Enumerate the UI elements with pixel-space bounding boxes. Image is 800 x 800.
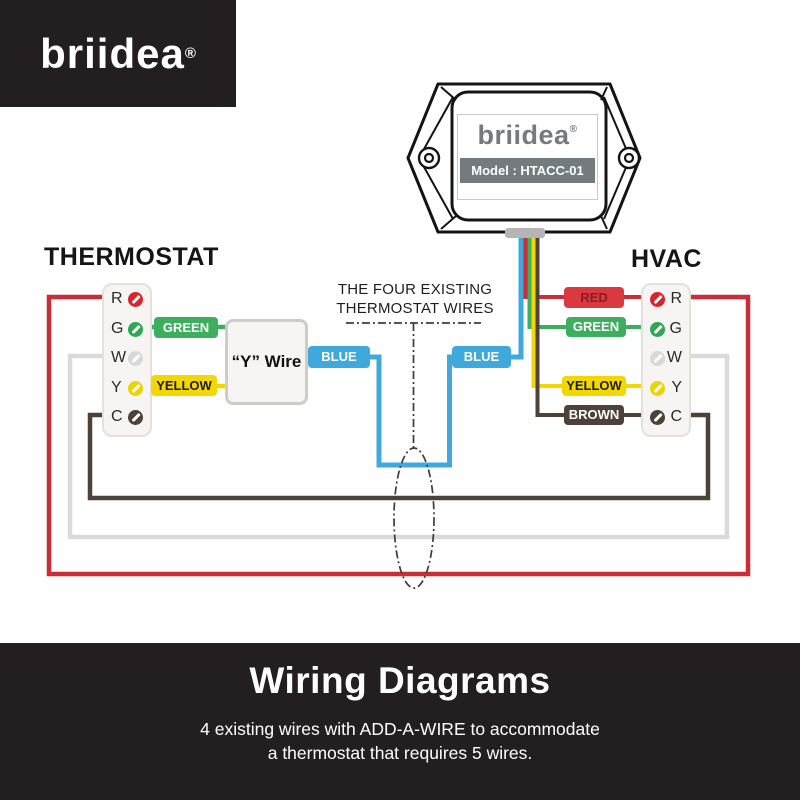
wire-label-green-left: GREEN	[154, 317, 218, 338]
hvac-terminal-c: C	[643, 407, 689, 427]
thermostat-terminal-w: W	[104, 348, 150, 368]
thermostat-terminal-c: C	[104, 407, 150, 427]
thermostat-terminal-y: Y	[104, 378, 150, 398]
green-wire-device	[527, 236, 645, 329]
banner-subtitle: 4 existing wires with ADD-A-WIRE to acco…	[0, 717, 800, 765]
screw-yellow-icon	[128, 380, 143, 396]
brand-logo: briidea®	[0, 0, 236, 107]
thermostat-terminal-block: R G W Y C	[102, 283, 152, 437]
screw-white-icon	[650, 350, 665, 366]
screw-red-icon	[650, 291, 665, 307]
wire-label-blue-left: BLUE	[308, 346, 370, 368]
yellow-wire-device	[531, 236, 645, 388]
screw-green-icon	[128, 321, 143, 337]
screw-yellow-icon	[650, 380, 665, 396]
blue-wire	[297, 236, 524, 468]
hvac-terminal-block: R G W Y C	[641, 283, 691, 437]
wire-label-red: RED	[564, 287, 624, 308]
annotation-line-1: THE FOUR EXISTING	[337, 281, 493, 298]
device-registered-mark: ®	[569, 124, 578, 135]
wire-label-blue-right: BLUE	[452, 346, 511, 368]
screw-white-icon	[128, 350, 143, 366]
banner-subtitle-line-1: 4 existing wires with ADD-A-WIRE to acco…	[200, 719, 600, 739]
device-model-badge: Model : HTACC-01	[460, 158, 595, 183]
hvac-terminal-r: R	[643, 289, 689, 309]
annotation-line-2: THERMOSTAT WIRES	[336, 300, 494, 317]
cable-gland	[505, 228, 545, 238]
wire-label-green-right: GREEN	[566, 317, 626, 337]
screw-green-icon	[650, 321, 665, 337]
banner-subtitle-line-2: a thermostat that requires 5 wires.	[267, 743, 533, 763]
four-wires-ellipse	[393, 447, 435, 589]
hvac-terminal-y: Y	[643, 378, 689, 398]
thermostat-heading: THERMOSTAT	[44, 243, 219, 271]
thermostat-terminal-r: R	[104, 289, 150, 309]
screw-brown-icon	[128, 409, 143, 425]
brand-logo-text: briidea	[40, 29, 185, 77]
wire-label-yellow-right: YELLOW	[562, 376, 626, 396]
callout-lines	[346, 322, 481, 589]
registered-mark: ®	[184, 45, 196, 62]
red-wire	[46, 294, 751, 577]
wire-label-brown: BROWN	[564, 405, 624, 425]
hvac-terminal-w: W	[643, 348, 689, 368]
screw-red-icon	[128, 291, 143, 307]
device-label: briidea® Model : HTACC-01	[457, 114, 598, 200]
bottom-banner: Wiring Diagrams 4 existing wires with AD…	[0, 643, 800, 800]
hvac-heading: HVAC	[631, 245, 702, 273]
screw-brown-icon	[650, 409, 665, 425]
y-wire-box: “Y” Wire	[225, 319, 308, 405]
hvac-terminal-g: G	[643, 319, 689, 339]
device-brand-text: briidea®	[477, 120, 578, 150]
wire-label-yellow-left: YELLOW	[151, 375, 217, 396]
brown-wire	[87, 412, 711, 501]
four-wires-annotation: THE FOUR EXISTING THERMOSTAT WIRES	[330, 280, 500, 318]
thermostat-terminal-g: G	[104, 319, 150, 339]
banner-title: Wiring Diagrams	[249, 660, 551, 701]
white-wire	[67, 353, 730, 540]
